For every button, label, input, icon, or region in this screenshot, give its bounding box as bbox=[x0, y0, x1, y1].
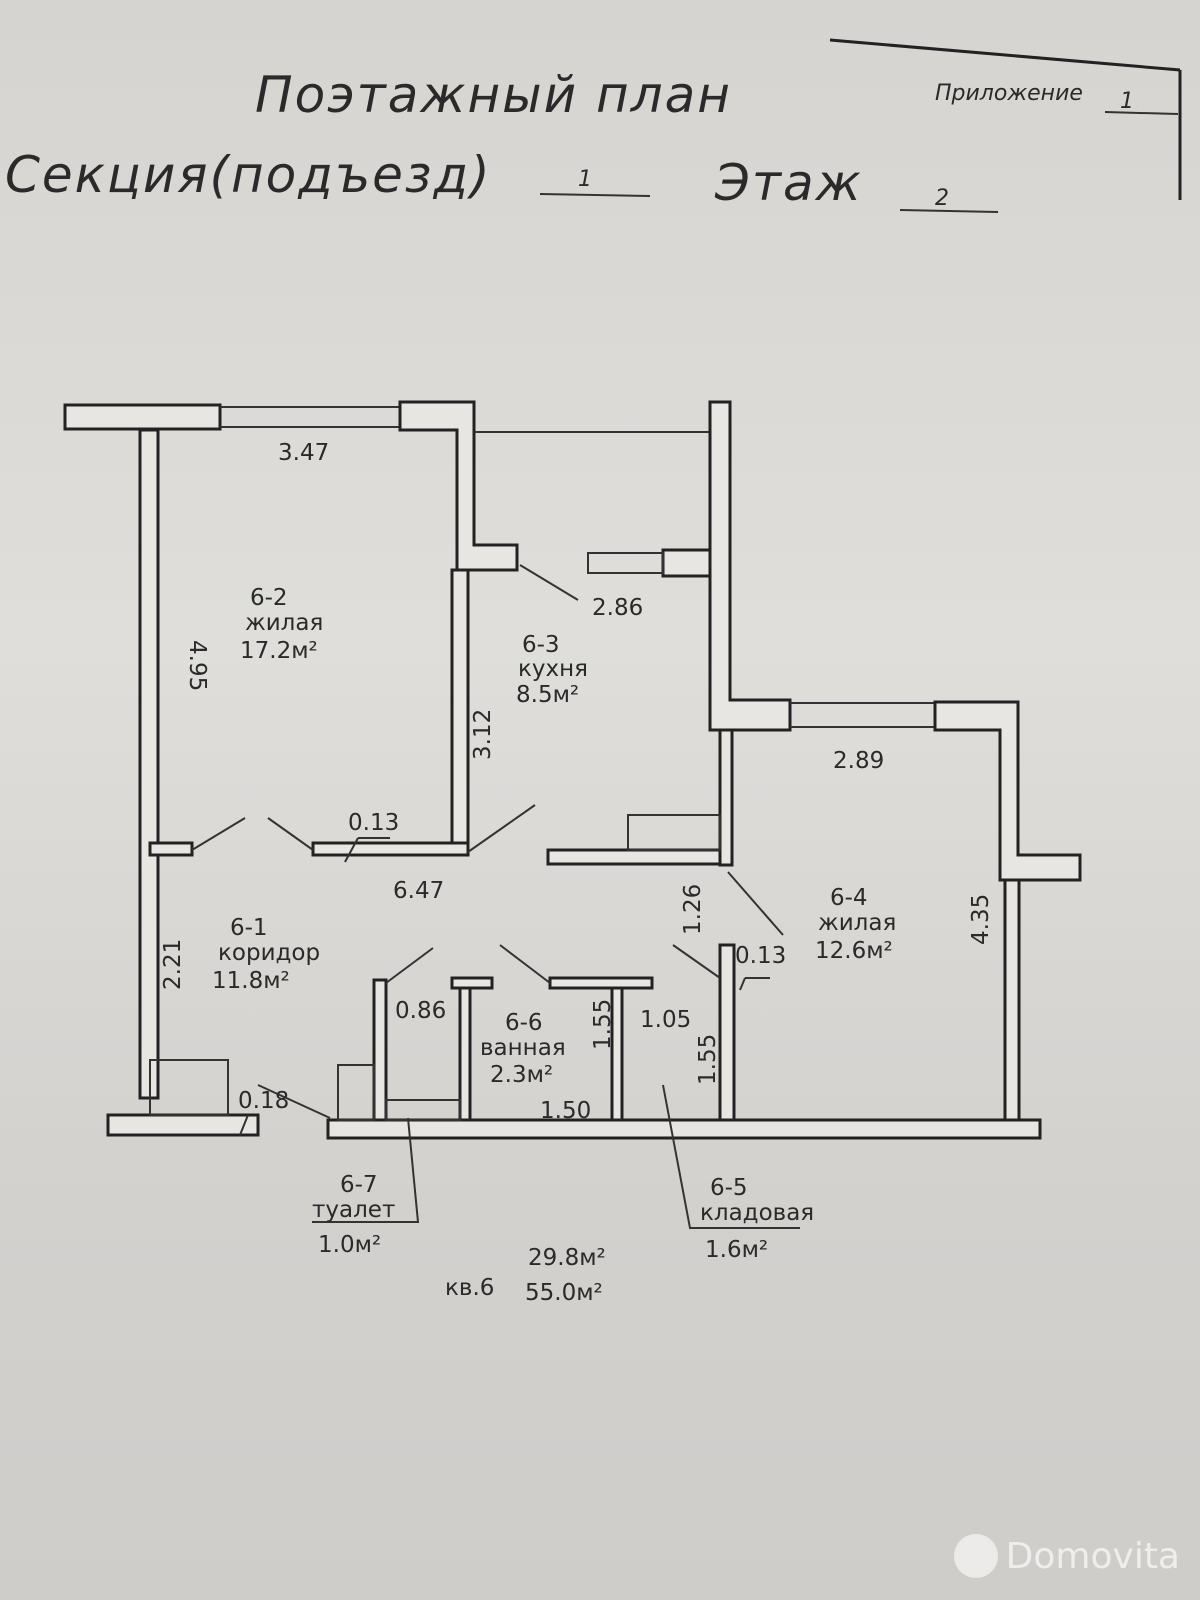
room-6-5: 6-5 кладовая 1.6м² bbox=[700, 1175, 814, 1263]
svg-text:1.05: 1.05 bbox=[640, 1007, 691, 1033]
room-6-6: 6-6 ванная 2.3м² bbox=[480, 1010, 566, 1088]
svg-text:6.47: 6.47 bbox=[393, 878, 444, 904]
room-6-4: 6-4 жилая 12.6м² bbox=[815, 885, 896, 964]
logo-icon bbox=[953, 1534, 998, 1578]
room-6-2: 6-2 жилая 17.2м² bbox=[240, 585, 323, 664]
room-6-7: 6-7 туалет 1.0м² bbox=[312, 1172, 395, 1258]
watermark-text: Domovita bbox=[1005, 1535, 1180, 1577]
svg-text:2.86: 2.86 bbox=[592, 595, 643, 621]
svg-text:6-3: 6-3 bbox=[522, 632, 560, 658]
svg-text:0.86: 0.86 bbox=[395, 998, 446, 1024]
appendix-value: 1 bbox=[1120, 89, 1134, 114]
svg-text:6-4: 6-4 bbox=[830, 885, 868, 911]
svg-text:6-7: 6-7 bbox=[340, 1172, 378, 1198]
apartment-summary: кв.6 29.8м² 55.0м² bbox=[445, 1245, 606, 1306]
svg-text:1.50: 1.50 bbox=[540, 1098, 591, 1124]
plan-title: Поэтажный план bbox=[255, 66, 732, 124]
watermark-logo: Domovita bbox=[953, 1534, 1180, 1578]
svg-text:1.6м²: 1.6м² bbox=[705, 1237, 768, 1263]
svg-text:ванная: ванная bbox=[480, 1035, 566, 1061]
section-label: Секция(подъезд) bbox=[5, 146, 492, 204]
svg-text:6-1: 6-1 bbox=[230, 915, 268, 941]
svg-text:1.26: 1.26 bbox=[680, 884, 706, 935]
svg-text:1.55: 1.55 bbox=[695, 1034, 721, 1085]
walls bbox=[63, 400, 1082, 1229]
svg-text:2.21: 2.21 bbox=[160, 939, 186, 990]
svg-text:0.13: 0.13 bbox=[735, 943, 786, 969]
svg-text:17.2м²: 17.2м² bbox=[240, 638, 318, 664]
svg-text:6-2: 6-2 bbox=[250, 585, 288, 611]
svg-text:11.8м²: 11.8м² bbox=[212, 968, 290, 994]
floor-label: Этаж bbox=[714, 154, 863, 212]
appendix-label: Приложение bbox=[935, 81, 1083, 106]
svg-text:0.18: 0.18 bbox=[238, 1088, 289, 1114]
room-6-1: 6-1 коридор 11.8м² bbox=[212, 915, 320, 994]
frame-line bbox=[829, 38, 1181, 72]
svg-text:жилая: жилая bbox=[818, 910, 896, 936]
total-area: 55.0м² bbox=[525, 1280, 603, 1306]
svg-text:1.55: 1.55 bbox=[590, 999, 616, 1050]
svg-text:8.5м²: 8.5м² bbox=[516, 682, 579, 708]
svg-text:4.35: 4.35 bbox=[968, 894, 994, 945]
svg-text:4.95: 4.95 bbox=[184, 640, 210, 691]
living-area: 29.8м² bbox=[528, 1245, 606, 1271]
room-6-3: 6-3 кухня 8.5м² bbox=[516, 632, 588, 708]
svg-text:туалет: туалет bbox=[312, 1197, 395, 1223]
svg-text:2.3м²: 2.3м² bbox=[490, 1062, 553, 1088]
svg-text:12.6м²: 12.6м² bbox=[815, 938, 893, 964]
section-value: 1 bbox=[578, 167, 592, 192]
apartment-number: кв.6 bbox=[445, 1275, 494, 1301]
svg-text:2.89: 2.89 bbox=[833, 748, 884, 774]
svg-text:кладовая: кладовая bbox=[700, 1200, 814, 1226]
svg-text:6-5: 6-5 bbox=[710, 1175, 748, 1201]
svg-text:кухня: кухня bbox=[518, 656, 588, 682]
floor-value: 2 bbox=[935, 186, 949, 211]
svg-text:коридор: коридор bbox=[218, 940, 320, 966]
svg-text:1.0м²: 1.0м² bbox=[318, 1232, 381, 1258]
svg-text:3.47: 3.47 bbox=[278, 440, 329, 466]
svg-text:жилая: жилая bbox=[245, 610, 323, 636]
svg-text:0.13: 0.13 bbox=[348, 810, 399, 836]
svg-text:3.12: 3.12 bbox=[470, 709, 496, 760]
dimensions: 3.47 4.95 2.86 3.12 0.13 6.47 2.89 4.35 … bbox=[160, 440, 994, 1124]
svg-text:6-6: 6-6 bbox=[505, 1010, 543, 1036]
